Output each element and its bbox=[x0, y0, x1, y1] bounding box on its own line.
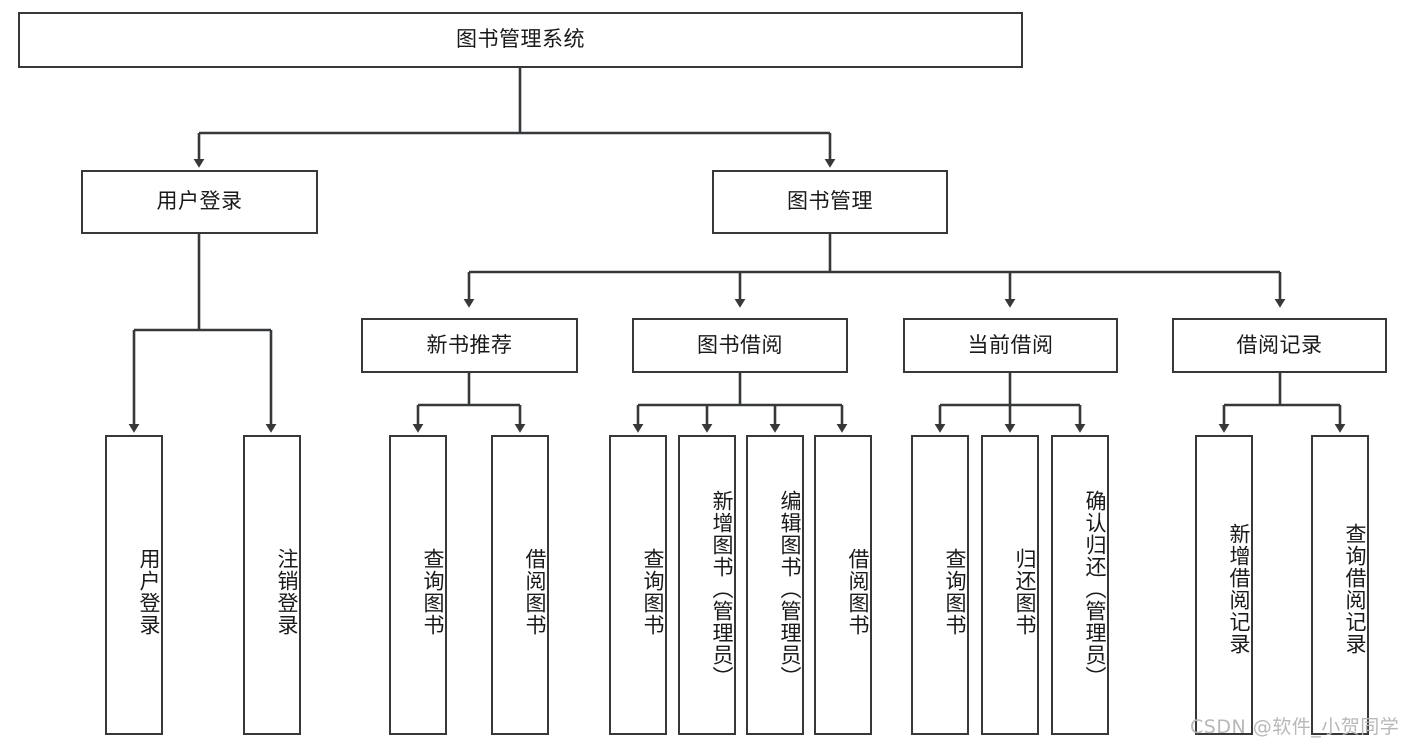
node-label: 图书借阅 bbox=[697, 332, 783, 357]
node-label: 当前借阅 bbox=[967, 332, 1054, 357]
leaf-new-book-borrow-books[interactable]: 借阅图书 bbox=[491, 435, 549, 735]
node-label: 查询图书 bbox=[421, 548, 445, 636]
node-label: 查询借阅记录 bbox=[1343, 523, 1367, 655]
node-book-management[interactable]: 图书管理 bbox=[712, 170, 948, 234]
node-label: 查询图书 bbox=[641, 548, 665, 636]
node-label: 查询图书 bbox=[943, 548, 967, 636]
node-label: 图书管理 bbox=[787, 189, 873, 214]
node-label: 用户登录 bbox=[137, 548, 161, 636]
node-new-book-recommend[interactable]: 新书推荐 bbox=[361, 318, 578, 373]
node-label: 借阅图书 bbox=[523, 548, 547, 636]
leaf-book-borrow-query-books[interactable]: 查询图书 bbox=[609, 435, 667, 735]
node-root-book-management-system[interactable]: 图书管理系统 bbox=[18, 12, 1023, 68]
leaf-user-login-logout[interactable]: 注销登录 bbox=[243, 435, 301, 735]
leaf-current-borrow-query-books[interactable]: 查询图书 bbox=[911, 435, 969, 735]
node-borrow-record[interactable]: 借阅记录 bbox=[1172, 318, 1387, 373]
node-label: 图书管理系统 bbox=[456, 27, 585, 52]
leaf-current-borrow-return-books[interactable]: 归还图书 bbox=[981, 435, 1039, 735]
leaf-borrow-record-add-record[interactable]: 新增借阅记录 bbox=[1195, 435, 1253, 735]
node-label: 编辑图书（管理员） bbox=[778, 490, 802, 688]
leaf-user-login-login[interactable]: 用户登录 bbox=[105, 435, 163, 735]
leaf-book-borrow-borrow-books[interactable]: 借阅图书 bbox=[814, 435, 872, 735]
node-label: 借阅记录 bbox=[1236, 332, 1323, 357]
node-label: 确认归还（管理员） bbox=[1083, 490, 1107, 688]
leaf-borrow-record-query-record[interactable]: 查询借阅记录 bbox=[1311, 435, 1369, 735]
node-label: 注销登录 bbox=[275, 548, 299, 636]
leaf-book-borrow-edit-book-admin[interactable]: 编辑图书（管理员） bbox=[746, 435, 804, 735]
node-user-login[interactable]: 用户登录 bbox=[81, 170, 318, 234]
node-label: 新增借阅记录 bbox=[1227, 523, 1251, 655]
node-current-borrow[interactable]: 当前借阅 bbox=[903, 318, 1118, 373]
node-label: 归还图书 bbox=[1013, 548, 1037, 636]
node-label: 新书推荐 bbox=[426, 332, 513, 357]
node-label: 新增图书（管理员） bbox=[710, 490, 734, 688]
csdn-watermark: CSDN @软件_小贺同学 bbox=[1190, 716, 1400, 738]
leaf-new-book-query-books[interactable]: 查询图书 bbox=[389, 435, 447, 735]
leaf-book-borrow-add-book-admin[interactable]: 新增图书（管理员） bbox=[678, 435, 736, 735]
node-book-borrow[interactable]: 图书借阅 bbox=[632, 318, 848, 373]
leaf-current-borrow-confirm-return-admin[interactable]: 确认归还（管理员） bbox=[1051, 435, 1109, 735]
node-label: 借阅图书 bbox=[846, 548, 870, 636]
node-label: 用户登录 bbox=[156, 189, 243, 214]
